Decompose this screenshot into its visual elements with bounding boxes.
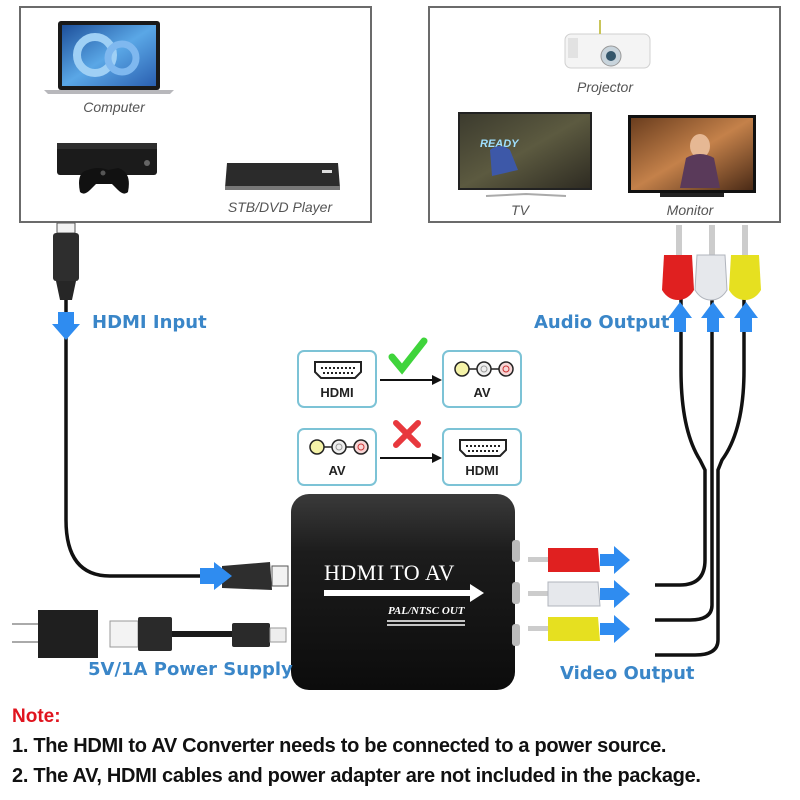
note-line-2: 2. The AV, HDMI cables and power adapter… [12, 765, 701, 787]
hdmi-input-cable [53, 222, 205, 578]
device-label-projector: Projector [576, 79, 634, 95]
usb-cable-icon [109, 617, 287, 651]
converter-subtitle: PAL/NTSC OUT [388, 605, 465, 617]
conversion-target-av: AV [442, 350, 522, 408]
conversion-target-hdmi: HDMI [442, 428, 522, 486]
audio-output-label: Audio Output [534, 312, 670, 333]
converter-device [291, 494, 520, 690]
tv-icon: READY [458, 112, 592, 197]
video-output-arrows [600, 546, 630, 643]
monitor-icon [628, 115, 756, 197]
check-icon [388, 337, 428, 375]
conversion-source-hdmi-label: HDMI [320, 385, 354, 400]
svg-text:READY: READY [480, 138, 520, 150]
conversion-source-av: AV [297, 428, 377, 486]
conversion-arrow-1 [380, 375, 442, 385]
projector-icon [564, 20, 651, 69]
audio-output-arrows [668, 302, 758, 332]
rca-plug-red-side [528, 548, 600, 572]
hdmi-input-arrow [52, 312, 80, 340]
rca-cable-bundle [655, 298, 746, 657]
device-label-monitor: Monitor [666, 202, 714, 218]
game-console-icon [57, 143, 157, 194]
device-label-computer: Computer [83, 99, 145, 115]
hdmi-plug-to-converter [200, 562, 289, 590]
hdmi-port-icon [459, 439, 507, 457]
hdmi-port-icon [314, 361, 362, 379]
device-label-tv: TV [511, 202, 529, 218]
conversion-source-hdmi: HDMI [297, 350, 377, 408]
converter-title: HDMI TO AV [324, 560, 455, 585]
device-label-stb-dvd: STB/DVD Player [227, 199, 333, 215]
conversion-target-hdmi-label: HDMI [465, 463, 499, 478]
cross-icon [393, 420, 421, 448]
note-title: Note: [12, 706, 61, 727]
rca-plug-red-top [662, 225, 694, 300]
rca-jacks-icon [309, 439, 369, 455]
power-supply-label: 5V/1A Power Supply [88, 659, 293, 680]
rca-plug-yellow-side [528, 617, 600, 641]
rca-plug-white-side [528, 581, 601, 607]
laptop-icon [44, 21, 174, 94]
conversion-source-av-label: AV [328, 463, 346, 478]
rca-plug-white-top [694, 225, 728, 301]
conversion-target-av-label: AV [473, 385, 491, 400]
rca-plug-yellow-top [729, 225, 761, 300]
power-adapter-icon [12, 610, 98, 658]
note-line-1: 1. The HDMI to AV Converter needs to be … [12, 735, 667, 757]
video-output-label: Video Output [560, 663, 695, 684]
set-top-box-icon [225, 163, 340, 190]
rca-jacks-icon [454, 361, 514, 377]
conversion-arrow-2 [380, 453, 442, 463]
hdmi-input-label: HDMI Input [92, 312, 207, 333]
